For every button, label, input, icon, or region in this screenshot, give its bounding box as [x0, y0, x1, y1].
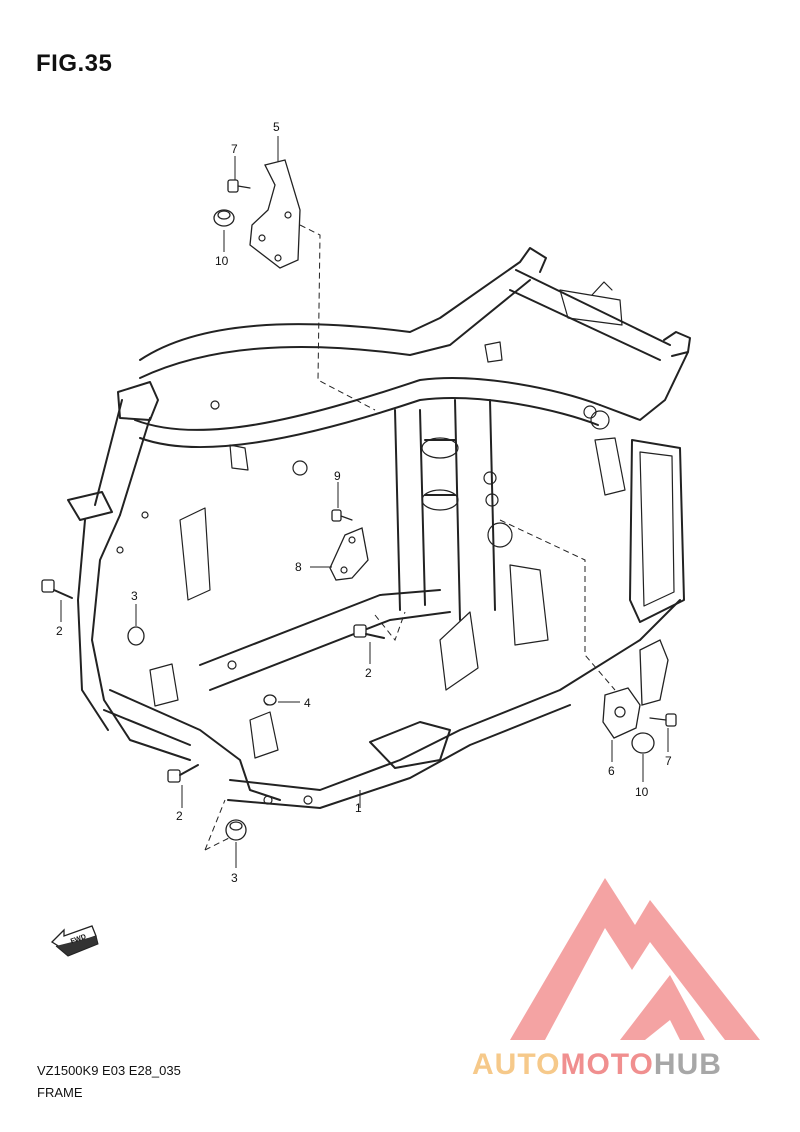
bolt-part-2-middle: [353, 624, 385, 639]
figure-title: FIG.35: [36, 50, 113, 77]
callout-8: 8: [295, 560, 302, 574]
bolt-part-7-lower: [649, 713, 677, 727]
nut-part-10-lower: [631, 732, 655, 754]
footer-model-code: VZ1500K9 E03 E28_035: [37, 1063, 181, 1078]
callout-9: 9: [334, 469, 341, 483]
callout-5: 5: [273, 120, 280, 134]
callout-2-left: 2: [56, 624, 63, 638]
bracket-part-5: [249, 159, 301, 269]
callout-2-lower: 2: [176, 809, 183, 823]
callout-7-lower: 7: [665, 754, 672, 768]
fwd-arrow-icon: FWD: [50, 925, 99, 957]
callout-3-upper: 3: [131, 589, 138, 603]
plug-part-4: [263, 694, 277, 706]
callout-1: 1: [355, 801, 362, 815]
callout-6: 6: [608, 764, 615, 778]
footer-section-name: FRAME: [37, 1085, 83, 1100]
watermark-logo-icon: [510, 878, 760, 1040]
callout-10-upper: 10: [215, 254, 229, 268]
bolt-part-7-upper: [227, 179, 251, 193]
watermark-auto: AUTO: [472, 1048, 561, 1081]
watermark-moto: MOTO: [560, 1048, 654, 1081]
callout-7-upper: 7: [231, 142, 238, 156]
watermark-hub: HUB: [653, 1048, 722, 1081]
bracket-part-8: [329, 527, 369, 581]
callout-4: 4: [304, 696, 311, 710]
bolt-part-2-lower: [167, 764, 199, 783]
motorcycle-frame: [67, 247, 691, 809]
bolt-part-9: [331, 509, 353, 522]
callout-3-lower: 3: [231, 871, 238, 885]
callout-2-middle: 2: [365, 666, 372, 680]
watermark-text: AUTOMOTOHUB: [472, 1048, 722, 1082]
nut-part-3-lower: [225, 819, 247, 841]
nut-part-3-upper: [127, 626, 145, 646]
bracket-part-6: [602, 639, 669, 739]
bolt-part-2-left: [41, 579, 73, 599]
callout-10-lower: 10: [635, 785, 649, 799]
nut-part-10-upper: [213, 209, 235, 227]
